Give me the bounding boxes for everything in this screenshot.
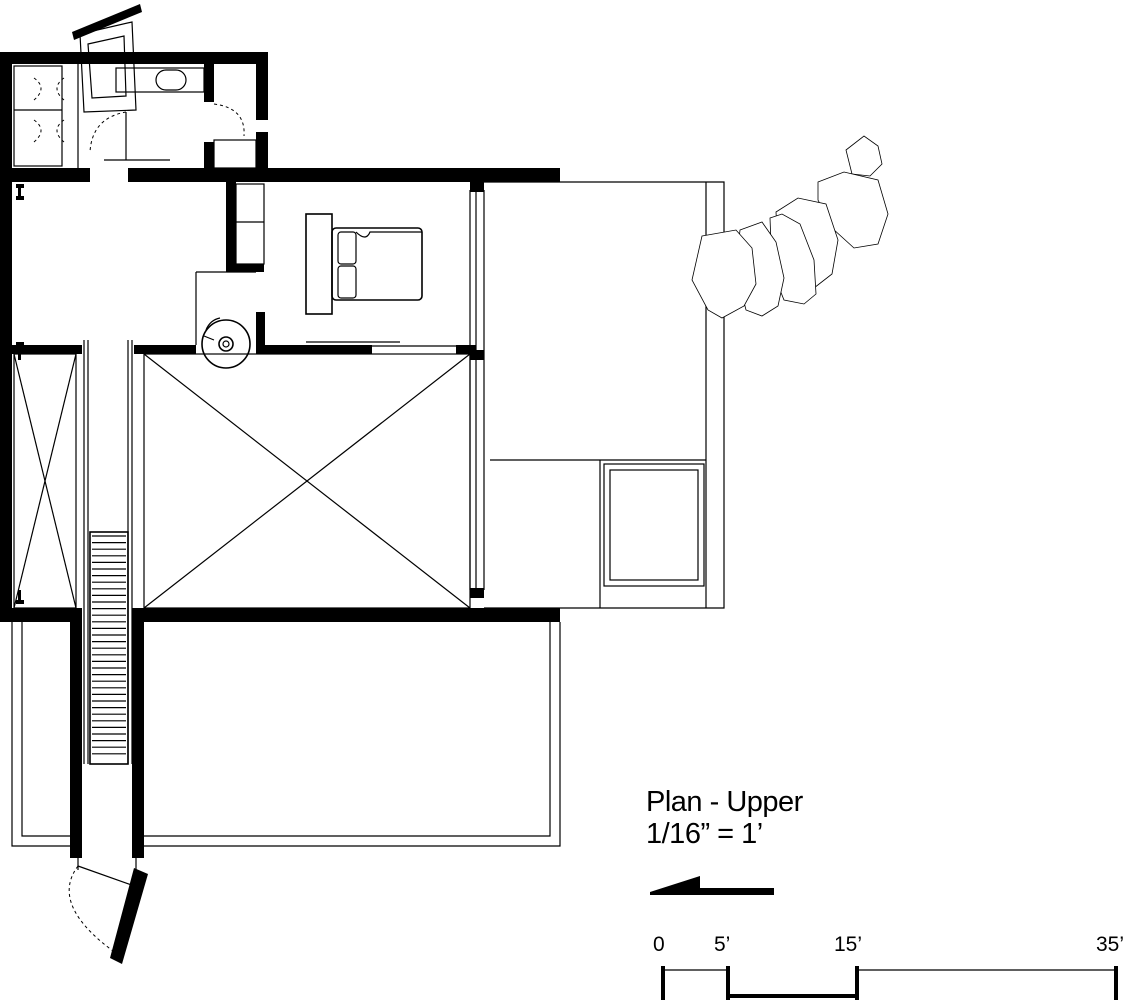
- scale-label-35: 35’: [1096, 933, 1125, 956]
- arrow-left-icon: [650, 876, 774, 895]
- scale-label-15: 15’: [834, 933, 863, 956]
- scale-label-0: 0: [653, 933, 665, 956]
- stepping-stones: [691, 135, 889, 319]
- walls: [0, 4, 560, 964]
- scale-tick-5: [726, 966, 730, 1000]
- scale-tick-35: [1114, 966, 1118, 1000]
- scale-bar: [661, 966, 1118, 1000]
- deck: [484, 181, 725, 609]
- scale-tick-0: [661, 966, 665, 1000]
- interior-lines: [13, 21, 485, 764]
- plan-scale-note: 1/16” = 1’: [646, 818, 763, 850]
- scale-label-5: 5’: [714, 933, 731, 956]
- scale-tick-15: [855, 966, 859, 1000]
- terrace: [11, 622, 561, 847]
- entry-door: [68, 858, 141, 957]
- straight-stair: [89, 531, 129, 765]
- plan-title: Plan - Upper: [646, 786, 803, 818]
